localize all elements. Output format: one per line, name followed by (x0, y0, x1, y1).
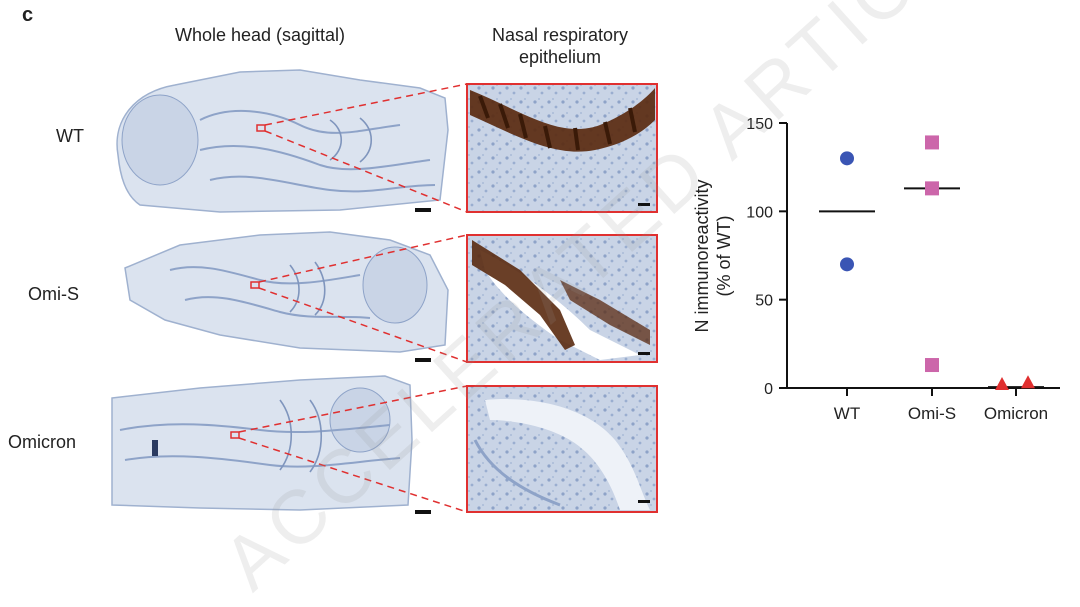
data-point (995, 377, 1009, 390)
whole-head-title: Whole head (sagittal) (174, 25, 346, 45)
data-point (925, 135, 939, 150)
x-tick-label: WT (834, 404, 860, 423)
epithelium-title-line1: Nasal respiratory (491, 25, 629, 45)
row-label-omicron: Omicron (8, 432, 77, 452)
x-tick-label: Omi-S (908, 404, 956, 423)
scale-bar-omi-s (415, 358, 431, 362)
panel-letter: c (22, 4, 34, 26)
epithelium-title-line2: epithelium (518, 47, 602, 67)
scatter-chart: 0 50 100 150 WT Omi-S Omicron N immunoreactiv… (692, 116, 1060, 423)
row-label-omi-s: Omi-S (28, 284, 79, 304)
inset-micrograph-omicron (466, 385, 658, 513)
x-tick-label: Omicron (984, 404, 1048, 423)
sagittal-section-omicron (111, 375, 431, 514)
figure-canvas: 0 50 100 150 WT Omi-S Omicron N immunoreactiv… (111, 69, 1060, 514)
y-tick-label: 50 (755, 293, 773, 310)
row-label-wt: WT (56, 126, 84, 146)
inset-connectors (238, 83, 468, 513)
inset-micrograph-wt (466, 83, 658, 213)
y-tick-label: 0 (764, 381, 773, 398)
y-tick-label: 150 (746, 116, 773, 133)
y-axis-label-line2: (% of WT) (714, 216, 734, 297)
y-axis-label-line1: N immunoreactivity (692, 179, 712, 332)
sagittal-section-omi-s (124, 231, 449, 362)
data-point (840, 257, 854, 272)
data-point (1021, 375, 1035, 389)
data-point (925, 358, 939, 373)
sagittal-section-wt (116, 69, 449, 213)
epithelium-title: Nasal respiratory epithelium (450, 24, 670, 68)
data-point (840, 151, 854, 166)
inset-marker-wt (256, 124, 266, 132)
inset-micrograph-omi-s (466, 234, 658, 363)
inset-marker-omi-s (250, 281, 260, 289)
scale-bar-omicron (415, 510, 431, 514)
data-point (925, 181, 939, 196)
inset-marker-omicron (230, 431, 240, 439)
y-tick-label: 100 (746, 204, 773, 221)
scale-bar-wt (415, 208, 431, 212)
